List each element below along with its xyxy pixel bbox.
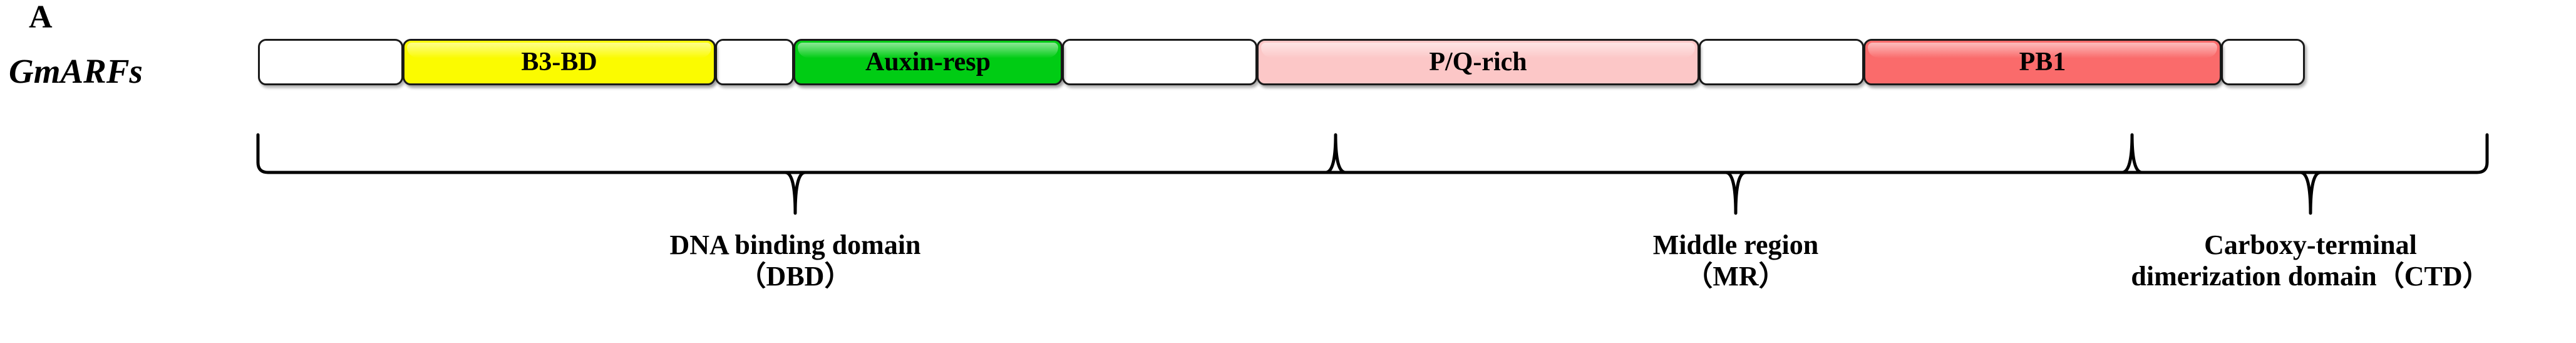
region-caption-mr: Middle region（MR） [1360, 230, 2111, 292]
domain-segment-linker-1 [715, 39, 794, 85]
panel-letter: A [29, 0, 53, 35]
domain-segment-b3-bd: B3-BD [403, 39, 716, 85]
bracket-pointer-mr [1724, 171, 1748, 215]
bracket-pointer-ctd [2299, 171, 2322, 215]
region-caption-line2-mr: （MR） [1685, 260, 1786, 292]
domain-segment-pq-rich: P/Q-rich [1257, 39, 1699, 85]
region-caption-dbd: DNA binding domain（DBD） [357, 230, 1234, 292]
bracket-pointer-dbd [783, 171, 807, 215]
region-caption-line1-ctd: Carboxy-terminal [2204, 230, 2417, 260]
region-caption-line2-ctd: dimerization domain（CTD） [2131, 260, 2490, 292]
domain-segment-label-pb1: PB1 [2019, 48, 2066, 77]
domain-segment-c-terminal-spacer [2221, 39, 2305, 85]
domain-segment-linker-2 [1062, 39, 1257, 85]
region-caption-line2-dbd: （DBD） [738, 260, 852, 292]
gene-family-label: GmARFs [9, 52, 143, 90]
bracket-divider-tick-mr [1324, 133, 1347, 174]
domain-segment-pb1: PB1 [1863, 39, 2222, 85]
region-caption-line1-mr: Middle region [1652, 230, 1819, 260]
domain-segment-label-auxin-resp: Auxin-resp [865, 48, 991, 77]
domain-segment-auxin-resp: Auxin-resp [793, 39, 1063, 85]
domain-segment-n-terminal-spacer [258, 39, 403, 85]
domain-segment-label-b3-bd: B3-BD [521, 48, 597, 77]
bracket-main-line [256, 133, 2489, 174]
domain-segment-linker-3 [1699, 39, 1864, 85]
domain-segment-label-pq-rich: P/Q-rich [1429, 48, 1527, 77]
protein-schematic-bar: B3-BD Auxin-resp P/Q-rich PB1 [258, 39, 2305, 85]
region-caption-line1-dbd: DNA binding domain [669, 230, 921, 260]
bracket-divider-tick-ctd [2120, 133, 2144, 174]
